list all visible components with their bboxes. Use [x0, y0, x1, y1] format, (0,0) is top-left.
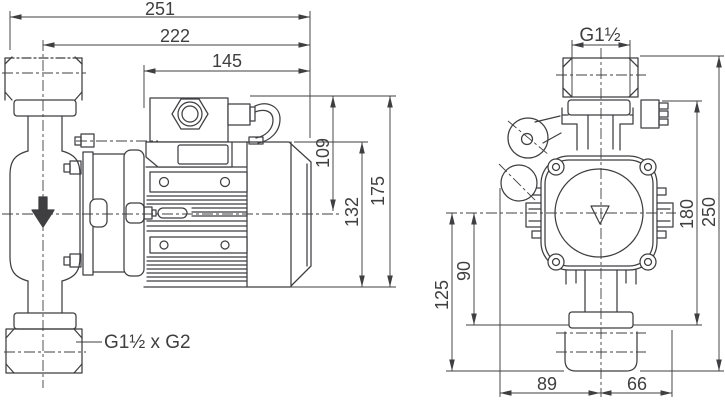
front-view-dimension-lines [446, 40, 724, 397]
dim-front-total-height-label: 250 [699, 197, 719, 227]
dim-gland-to-shoulder-label: 180 [677, 199, 697, 229]
dim-cover-to-base-label: 132 [342, 197, 362, 227]
side-view-pump-outline [4, 56, 312, 374]
dim-left-to-axis-label: 89 [537, 374, 557, 394]
dim-top-to-axis-label: 109 [313, 138, 333, 168]
dim-overall-length-label: 251 [145, 0, 175, 19]
flow-direction-arrow-icon [31, 196, 55, 228]
side-view-dimension-lines [9, 11, 396, 343]
front-view: G1½ 125 90 180 250 89 66 [432, 25, 724, 397]
side-view: 251 222 145 109 132 175 G1½ x G2 [2, 0, 396, 388]
port-thread-label: G1½ x G2 [104, 332, 191, 353]
dim-axis-to-base-label: 125 [432, 280, 452, 310]
dim-axis-to-motor-end-label: 222 [160, 26, 190, 46]
dim-motor-length-label: 145 [212, 51, 242, 71]
side-view-centerlines [2, 40, 342, 388]
dim-axis-to-shoulder-label: 90 [454, 261, 474, 281]
dim-total-height-label: 175 [368, 176, 388, 206]
front-view-pump-outline [500, 57, 674, 372]
dim-axis-to-right-label: 66 [627, 374, 647, 394]
dim-thread-size-label: G1½ [579, 25, 620, 46]
front-view-centerlines [446, 48, 676, 397]
vent-triangle-marker-icon [590, 205, 610, 225]
